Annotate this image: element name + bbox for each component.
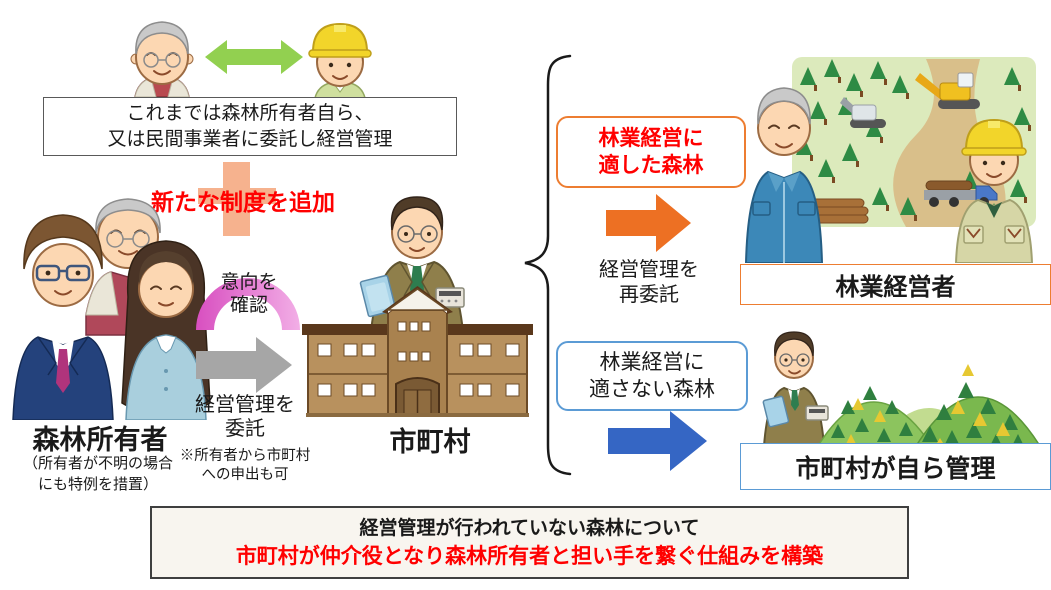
forest-work-scene-icon (792, 57, 1036, 227)
owners-title: 森林所有者 (32, 425, 168, 455)
municipality-building-icon (302, 196, 533, 417)
log-loader-icon (840, 97, 886, 128)
blue-arrow-icon (608, 411, 707, 471)
reentrust-line2: 再委託 (619, 284, 679, 306)
intention-line2: 確認 (229, 295, 268, 316)
unsuitable-line1: 林業経営に (599, 351, 705, 374)
owners-note: （所有者が不明の場合 にも特例を措置） (0, 453, 200, 495)
unsuitable-forest-box: 林業経営に 適さない森林 (556, 341, 748, 411)
orange-arrow-icon (606, 194, 691, 252)
plus-icon (198, 162, 276, 236)
intention-arc-icon (196, 266, 300, 330)
log-truck-icon (924, 180, 998, 207)
new-system-label: 新たな制度を追加 (151, 189, 335, 215)
self-manage-box: 市町村が自ら管理 (740, 443, 1051, 490)
entrust-note-line1: ※所有者から市町村 (179, 448, 311, 464)
legacy-line2: 又は民間事業者に委託し経営管理 (107, 128, 393, 150)
legacy-line1: これまでは森林所有者自ら、 (126, 102, 374, 124)
elderly-owner-icon (130, 21, 194, 97)
private-worker-icon (308, 22, 372, 98)
brace-icon (524, 54, 572, 476)
suitable-line2: 適した森林 (598, 154, 704, 177)
forestry-worker-icon (954, 118, 1034, 263)
mountains-icon (818, 364, 1040, 446)
entrust-line2: 委託 (225, 418, 265, 440)
forest-owners-icon (12, 198, 211, 420)
intention-text: 意向を 確認 (203, 271, 295, 317)
intention-line1: 意向を (220, 272, 278, 293)
municipal-officer-icon (762, 331, 829, 446)
summary-line2: 市町村が仲介役となり森林所有者と担い手を繋ぐ仕組みを構築 (235, 544, 824, 568)
summary-line1: 経営管理が行われていない森林について (359, 517, 700, 539)
entrust-text: 経営管理を 委託 (186, 393, 304, 441)
forestry-operator-box: 林業経営者 (740, 264, 1051, 305)
suitable-line1: 林業経営に (598, 127, 704, 150)
entrust-note-line2: への申出も可 (201, 467, 289, 483)
gray-arrow-icon (196, 337, 292, 393)
excavator-icon (915, 72, 980, 109)
reentrust-text: 経営管理を 再委託 (587, 258, 711, 308)
municipality-label: 市町村 (389, 427, 471, 457)
owners-note-line1: （所有者が不明の場合 (22, 455, 173, 472)
suitable-forest-box: 林業経営に 適した森林 (556, 116, 746, 188)
summary-box: 経営管理が行われていない森林について 市町村が仲介役となり森林所有者と担い手を繋… (150, 506, 909, 579)
forestry-operator-label: 林業経営者 (835, 274, 956, 301)
forestry-elder-icon (744, 87, 824, 263)
legacy-management-box: これまでは森林所有者自ら、 又は民間事業者に委託し経営管理 (43, 97, 457, 156)
entrust-note: ※所有者から市町村 への申出も可 (172, 447, 318, 485)
unsuitable-line2: 適さない森林 (589, 378, 715, 401)
entrust-line1: 経営管理を (195, 394, 295, 416)
owners-note-line2: にも特例を措置） (37, 476, 158, 493)
green-double-arrow-icon (205, 40, 303, 74)
self-manage-label: 市町村が自ら管理 (795, 454, 996, 483)
reentrust-line1: 経営管理を (599, 259, 699, 281)
log-pile-icon (805, 198, 869, 224)
